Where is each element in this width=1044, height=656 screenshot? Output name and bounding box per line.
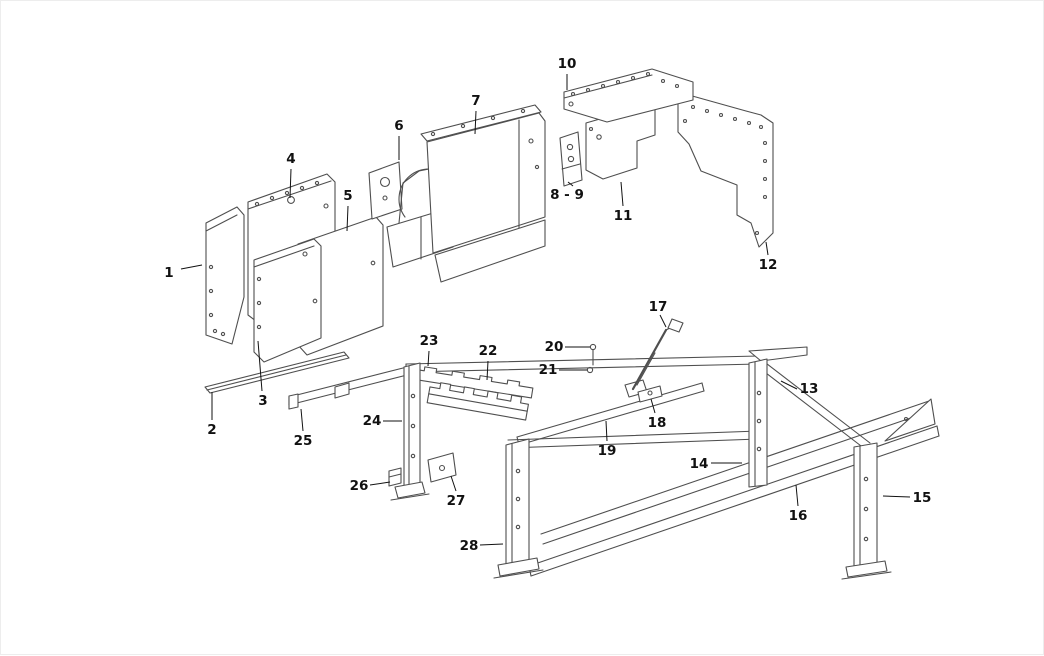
part-2-sill-strip [204, 351, 350, 394]
label-part-16: 16 [789, 508, 808, 524]
upper-side-rail [540, 398, 936, 545]
label-part-4: 4 [286, 151, 295, 167]
label-part-8-9: 8 - 9 [550, 187, 584, 203]
part-8-9-bracket [559, 131, 583, 187]
leader-8-9 [567, 181, 574, 187]
label-part-6: 6 [394, 118, 403, 134]
leader-16 [795, 484, 799, 507]
part-23-notched-strip [410, 366, 534, 399]
leader-17 [659, 314, 667, 328]
label-part-3: 3 [258, 393, 267, 409]
leader-19 [605, 420, 608, 442]
part-7-panel [420, 104, 546, 283]
label-part-11: 11 [614, 208, 633, 224]
label-part-19: 19 [598, 443, 617, 459]
part-21-fastener [586, 366, 594, 374]
label-part-23: 23 [420, 333, 439, 349]
leader-15 [882, 495, 911, 498]
part-22-notched-strip [426, 382, 529, 421]
label-part-2: 2 [207, 422, 216, 438]
label-part-25: 25 [294, 433, 313, 449]
label-part-7: 7 [471, 93, 480, 109]
leader-13 [780, 380, 798, 390]
leader-7 [474, 110, 477, 135]
label-part-21: 21 [539, 362, 558, 378]
label-part-17: 17 [649, 299, 668, 315]
leader-27 [450, 475, 457, 492]
leader-11 [620, 181, 624, 207]
label-part-14: 14 [690, 456, 709, 472]
part-25-rail [288, 366, 408, 410]
leader-12 [765, 241, 769, 256]
label-part-5: 5 [343, 188, 352, 204]
label-part-1: 1 [164, 265, 173, 281]
leader-18 [650, 398, 656, 414]
label-part-26: 26 [350, 478, 369, 494]
part-3-panel [253, 238, 322, 363]
label-part-10: 10 [558, 56, 577, 72]
leader-28 [479, 543, 504, 546]
artwork [204, 68, 940, 580]
label-part-28: 28 [460, 538, 479, 554]
part-labels: 1 2 3 4 5 6 7 8 - 9 10 11 12 13 14 15 16… [164, 56, 931, 554]
part-1-panel [205, 206, 245, 345]
label-part-15: 15 [913, 490, 932, 506]
label-part-27: 27 [447, 493, 466, 509]
leader-4 [289, 168, 292, 199]
label-part-22: 22 [479, 343, 498, 359]
label-part-13: 13 [800, 381, 819, 397]
part-20-fastener [589, 343, 597, 366]
part-27-bracket [427, 452, 457, 483]
part-19-cross-member [516, 382, 705, 446]
label-part-18: 18 [648, 415, 667, 431]
part-18-bracket [637, 385, 663, 403]
part-15-leg [841, 442, 892, 580]
part-24-leg [390, 362, 430, 501]
part-6-bracket [368, 161, 403, 220]
part-13-end-rail [748, 346, 871, 450]
leader-23 [427, 350, 430, 367]
part-12-panel [677, 91, 774, 248]
part-14-post [748, 358, 768, 488]
leader-5 [346, 205, 349, 232]
label-part-12: 12 [759, 257, 778, 273]
leader-1 [180, 264, 203, 270]
leader-3 [257, 340, 263, 392]
leader-26 [369, 481, 391, 486]
label-part-20: 20 [545, 339, 564, 355]
part-10-panel [563, 68, 694, 123]
part-26-bracket [388, 467, 402, 487]
leader-lines [180, 74, 911, 546]
leader-22 [486, 360, 489, 381]
frame-front-rail [507, 430, 760, 449]
part-28-leg [493, 438, 544, 579]
leader-25 [300, 408, 304, 432]
label-part-24: 24 [363, 413, 382, 429]
